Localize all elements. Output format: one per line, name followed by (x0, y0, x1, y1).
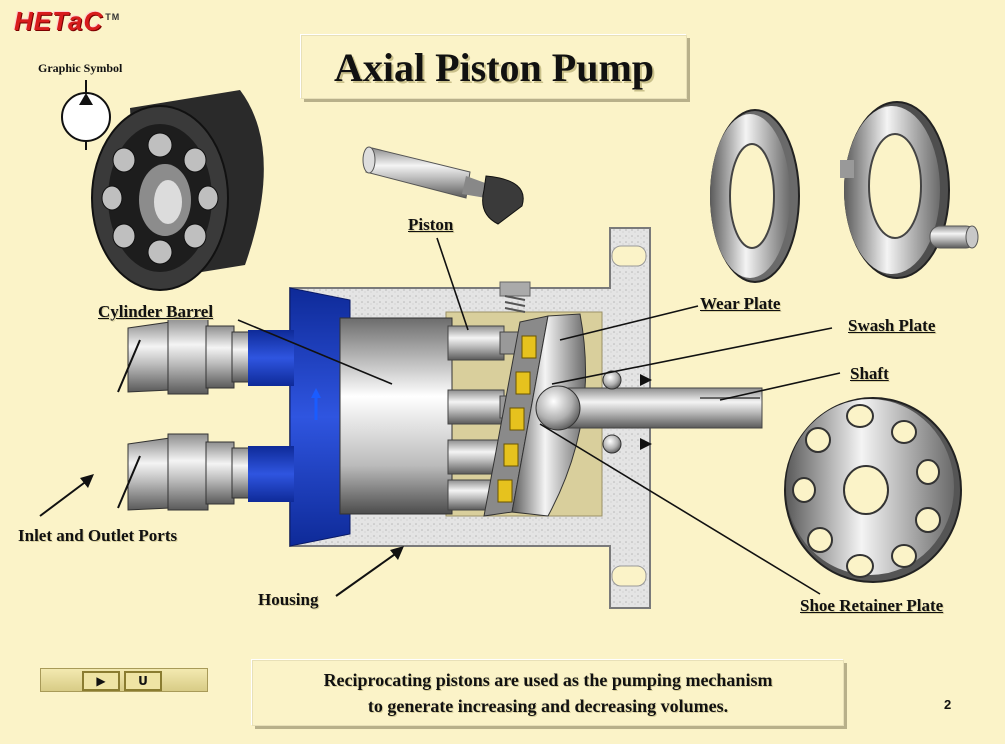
page-number: 2 (944, 697, 952, 712)
label-shaft: Shaft (850, 364, 889, 383)
label-swash-plate: Swash Plate (848, 316, 936, 335)
label-housing: Housing (258, 590, 319, 609)
cylinder-barrel-image (91, 90, 264, 291)
shaft (535, 370, 763, 454)
cylinder-barrel (339, 317, 453, 515)
pointer-arrows (39, 474, 404, 597)
caption-line-2: to generate increasing and decreasing vo… (367, 696, 729, 716)
wear-plate-image (710, 109, 800, 283)
shoe-retainer-plate-image (784, 397, 962, 583)
graphic-symbol-icon (61, 80, 111, 150)
label-piston: Piston (408, 215, 454, 234)
caption-box: Reciprocating pistons are used as the pu… (252, 660, 844, 726)
end-cap (248, 287, 351, 547)
swash-plate-image (840, 101, 979, 279)
leader-lines (237, 237, 841, 595)
label-cylinder-barrel: Cylinder Barrel (98, 302, 214, 321)
return-button[interactable]: U (124, 671, 162, 691)
label-inlet-outlet-ports: Inlet and Outlet Ports (18, 526, 178, 545)
caption-line-1: Reciprocating pistons are used as the pu… (323, 670, 773, 690)
page-title: Axial Piston Pump (333, 44, 655, 90)
label-shoe-retainer-plate: Shoe Retainer Plate (800, 596, 944, 615)
title-box: Axial Piston Pump (301, 35, 687, 99)
label-wear-plate: Wear Plate (700, 294, 781, 313)
graphic-symbol-label: Graphic Symbol (38, 61, 123, 75)
piston-image (362, 146, 524, 225)
play-button[interactable]: ▶ (82, 671, 120, 691)
